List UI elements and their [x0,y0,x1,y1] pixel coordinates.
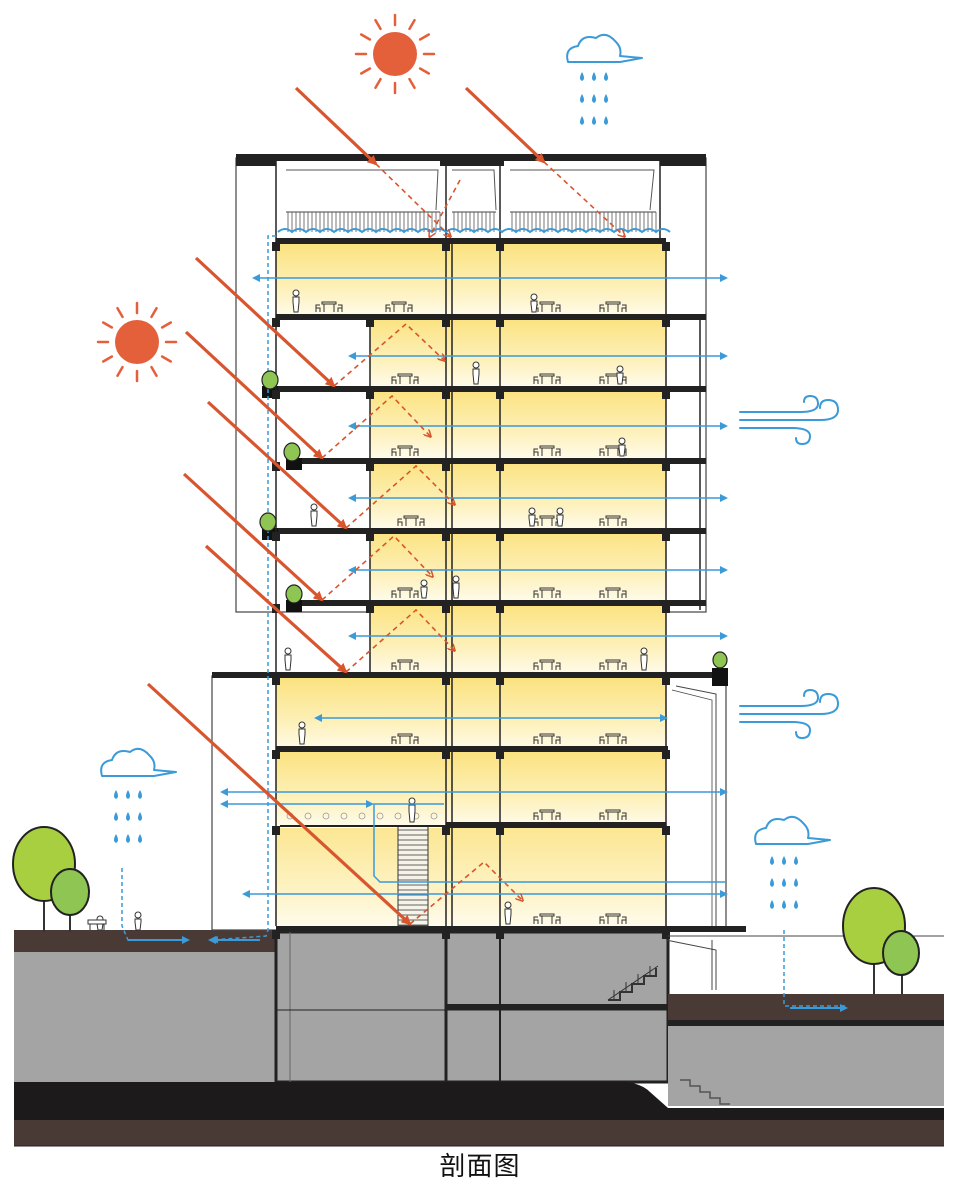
building [211,154,944,990]
rain-icon [770,856,798,909]
reflected-light-arrow [430,179,461,236]
wind-icon [739,394,840,446]
sun-ray-arrow [294,86,378,166]
rain-icon [114,790,142,843]
sun-icon [354,13,436,95]
ground [14,930,944,1147]
sun-ray-arrow [206,400,348,530]
reflected-light-arrow [345,464,454,529]
basement-stair-icon [607,965,659,1001]
reflected-light-arrow [321,394,430,459]
sun-ray-arrow [204,544,348,674]
ventilation-arrows [220,274,728,898]
cloud-icon [566,33,643,63]
wind-icon [739,688,840,740]
cloud-icon [754,815,831,845]
roof-water-wave [277,228,671,234]
planter-icon [259,370,728,669]
sun-ray-arrow [464,86,546,164]
reflected-light-arrow [333,322,444,387]
bench-icon [87,919,107,930]
cloud-icon [100,747,177,777]
sun-ray-arrow [146,682,412,926]
sun-ray-arrow [184,330,324,460]
tree-icon [12,826,90,932]
atrium-stair-icon [397,825,429,927]
rain-icon [580,72,608,125]
sun-ray-arrow [182,472,324,602]
sun-ray-arrow [194,256,336,388]
sunlight-rays [146,86,624,926]
person-icon [96,289,648,931]
reflected-light-arrow [345,608,454,673]
reflected-light-arrow [543,161,624,236]
rainwater-system [121,235,848,1012]
tree-icon [842,887,920,994]
roof-railing-bars [287,212,657,232]
furniture-icon [315,301,627,924]
sun-icon [96,301,178,383]
reflected-light-arrow [375,163,450,236]
diagram-caption: 剖面图 [439,1152,521,1182]
